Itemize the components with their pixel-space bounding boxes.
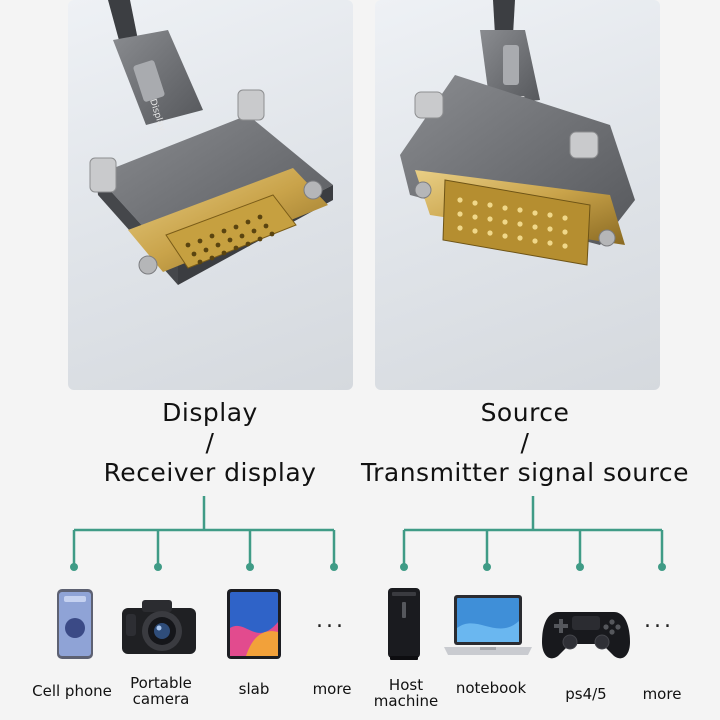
device-host-machine: [386, 586, 422, 662]
device-more-left: ...: [316, 608, 346, 633]
display-title: Display / Receiver display: [60, 398, 360, 488]
device-slab: [226, 588, 282, 660]
display-connector-photo: Display: [68, 0, 353, 390]
desktop-tower-icon: [388, 588, 420, 660]
source-title-separator: /: [520, 428, 530, 457]
label-more-right: more: [642, 685, 682, 703]
source-title: Source / Transmitter signal source: [350, 398, 700, 488]
label-portable-camera-line2: camera: [132, 690, 190, 708]
label-portable-camera-line1: Portable: [130, 674, 192, 692]
laptop-icon: [444, 595, 532, 655]
label-more-left: more: [312, 680, 352, 698]
phone-icon: [57, 589, 93, 659]
gamepad-icon: [542, 612, 630, 659]
camera-icon: [122, 600, 196, 654]
more-icon: ...: [644, 608, 674, 633]
device-notebook: [442, 593, 534, 659]
device-ps45: [540, 602, 632, 664]
label-notebook: notebook: [455, 679, 527, 697]
display-title-sub: Receiver display: [103, 458, 317, 487]
source-title-main: Source: [480, 398, 570, 427]
source-title-sub: Transmitter signal source: [361, 458, 689, 487]
label-host-machine-line2: machine: [373, 692, 439, 710]
label-cell-phone: Cell phone: [32, 682, 112, 700]
label-host-machine: Host machine: [364, 677, 448, 709]
tablet-icon: [227, 589, 281, 659]
source-connector-photo: Source: [375, 0, 660, 390]
device-portable-camera: [120, 596, 198, 658]
device-more-right: ...: [644, 608, 674, 633]
display-title-main: Display: [162, 398, 258, 427]
label-portable-camera: Portable camera: [116, 675, 206, 707]
device-cell-phone: [56, 588, 94, 660]
label-host-machine-line1: Host: [388, 676, 424, 694]
label-ps45: ps4/5: [565, 685, 607, 703]
display-title-separator: /: [205, 428, 215, 457]
more-icon: ...: [316, 608, 346, 633]
label-slab: slab: [238, 680, 270, 698]
